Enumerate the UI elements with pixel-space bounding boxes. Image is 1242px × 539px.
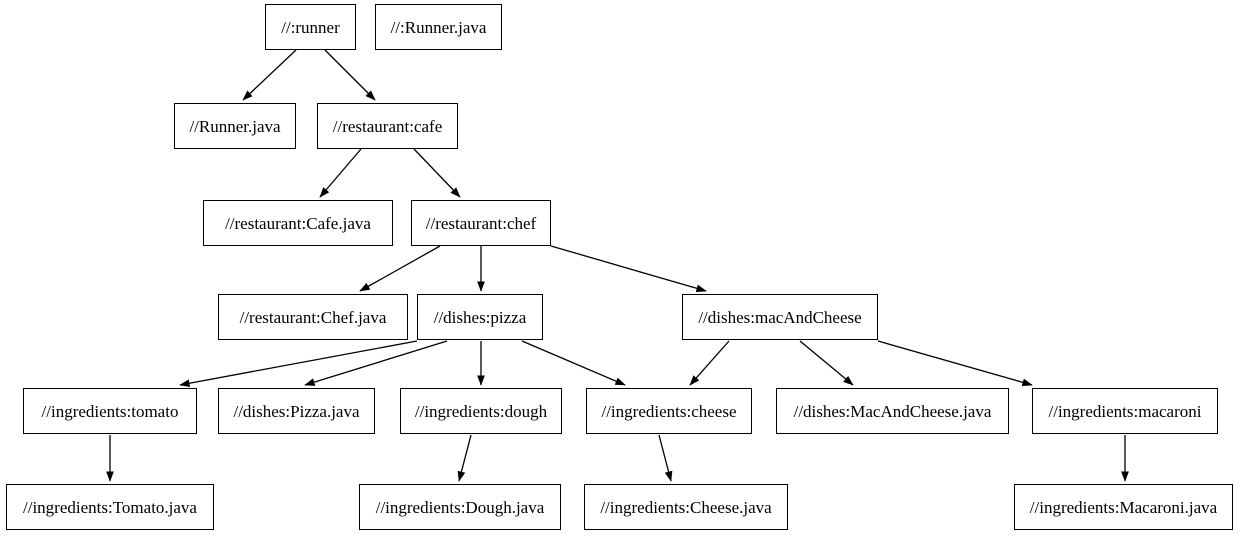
graph-edge-mac_and_cheese-to-macaroni <box>877 340 1033 387</box>
graph-node-label: //dishes:macAndCheese <box>698 307 862 327</box>
graph-node-label: //ingredients:Tomato.java <box>23 497 197 517</box>
graph-node-cafe_java[interactable]: //restaurant:Cafe.java <box>203 200 393 246</box>
graph-node-label: //ingredients:Dough.java <box>375 497 545 517</box>
graph-node-label: //restaurant:Chef.java <box>239 307 387 327</box>
graph-node-tomato[interactable]: //ingredients:tomato <box>23 388 197 434</box>
graph-node-label: //:runner <box>281 17 340 37</box>
graph-node-macaroni[interactable]: //ingredients:macaroni <box>1032 388 1218 434</box>
graph-node-chef_java[interactable]: //restaurant:Chef.java <box>218 294 408 340</box>
graph-node-label: //restaurant:chef <box>425 213 537 233</box>
graph-edge-cafe-to-chef <box>413 148 461 198</box>
graph-node-cheese[interactable]: //ingredients:cheese <box>586 388 752 434</box>
graph-node-label: //dishes:MacAndCheese.java <box>793 401 992 421</box>
graph-edges <box>106 49 1129 482</box>
graph-node-pizza_java[interactable]: //dishes:Pizza.java <box>218 388 375 434</box>
graph-node-macaroni_java[interactable]: //ingredients:Macaroni.java <box>1014 484 1233 530</box>
graph-node-label: //ingredients:macaroni <box>1048 401 1202 421</box>
graph-node-runner_java[interactable]: //Runner.java <box>174 103 296 149</box>
graph-edge-pizza-to-cheese <box>521 340 626 386</box>
graph-node-label: //ingredients:tomato <box>41 401 179 421</box>
graph-edge-mac_and_cheese-to-cheese <box>689 340 730 386</box>
graph-node-label: //dishes:pizza <box>433 307 527 327</box>
graph-edge-dough-to-dough_java <box>457 434 472 482</box>
graph-edge-chef-to-mac_and_cheese <box>550 245 707 293</box>
graph-node-runner[interactable]: //:runner <box>265 4 356 50</box>
graph-node-label: //Runner.java <box>189 116 281 136</box>
graph-edge-mac_and_cheese-to-mac_cheese_java <box>799 340 854 386</box>
graph-node-cafe[interactable]: //restaurant:cafe <box>317 103 458 149</box>
graph-edge-runner-to-runner_java <box>242 49 297 101</box>
graph-node-runner_java_root[interactable]: //:Runner.java <box>375 4 502 50</box>
graph-edge-cheese-to-cheese_java <box>658 434 673 482</box>
graph-node-mac_and_cheese[interactable]: //dishes:macAndCheese <box>682 294 878 340</box>
graph-node-pizza[interactable]: //dishes:pizza <box>417 294 543 340</box>
graph-edge-cafe-to-cafe_java <box>319 148 362 198</box>
graph-node-mac_cheese_java[interactable]: //dishes:MacAndCheese.java <box>776 388 1009 434</box>
graph-node-tomato_java[interactable]: //ingredients:Tomato.java <box>6 484 214 530</box>
graph-node-label: //ingredients:cheese <box>601 401 737 421</box>
graph-node-label: //dishes:Pizza.java <box>233 401 360 421</box>
graph-edge-pizza-to-tomato <box>179 340 418 388</box>
graph-node-dough[interactable]: //ingredients:dough <box>400 388 562 434</box>
graph-node-label: //ingredients:Cheese.java <box>600 497 772 517</box>
graph-edge-runner-to-cafe <box>324 49 376 101</box>
graph-node-cheese_java[interactable]: //ingredients:Cheese.java <box>584 484 788 530</box>
graph-node-label: //restaurant:cafe <box>332 116 443 136</box>
graph-node-chef[interactable]: //restaurant:chef <box>411 200 551 246</box>
graph-node-label: //restaurant:Cafe.java <box>225 213 371 233</box>
graph-edge-chef-to-chef_java <box>359 245 441 292</box>
graph-node-label: //ingredients:Macaroni.java <box>1029 497 1218 517</box>
graph-node-label: //ingredients:dough <box>414 401 548 421</box>
graph-node-dough_java[interactable]: //ingredients:Dough.java <box>359 484 561 530</box>
graph-edge-pizza-to-pizza_java <box>304 340 448 386</box>
graph-node-label: //:Runner.java <box>390 17 487 37</box>
